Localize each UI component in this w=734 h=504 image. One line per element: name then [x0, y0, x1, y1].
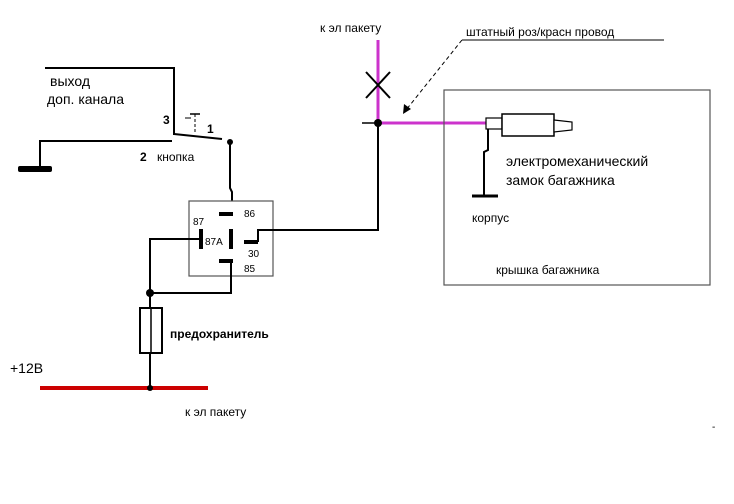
- switch-pin-3-label: 3: [163, 113, 170, 127]
- junction-node-power: [147, 385, 153, 391]
- body-ground-label: корпус: [472, 211, 509, 225]
- stock-wire-callout-leader: [405, 39, 463, 111]
- relay-30-wire: [257, 123, 379, 242]
- ground-symbol: [18, 166, 52, 172]
- ground-wire: [39, 140, 172, 170]
- output-channel-wire: [45, 67, 175, 128]
- relay-pin-87a-label: 87A: [205, 237, 223, 248]
- plus-12v-label: +12В: [10, 360, 43, 376]
- cut-mark-stroke-2: [365, 71, 391, 99]
- relay-pin-85-label: 85: [244, 264, 256, 275]
- to-bundle-bottom-label: к эл пакету: [185, 405, 246, 419]
- relay-pin-30-label: 30: [248, 249, 260, 260]
- relay-pin-86-label: 86: [244, 209, 256, 220]
- lock-label-line1: электромеханический: [506, 153, 648, 169]
- trunk-lid-box: [443, 89, 711, 286]
- lock-ground-wire: [483, 129, 489, 195]
- switch-pin-2-label: 2: [140, 150, 147, 164]
- trunk-lock-actuator: [485, 113, 573, 137]
- trunk-lid-label: крышка багажника: [496, 263, 600, 277]
- junction-node-lock: [374, 119, 382, 127]
- button-label: кнопка: [157, 150, 195, 164]
- output-channel-label-line2: доп. канала: [47, 91, 124, 107]
- to-bundle-top-label: к эл пакету: [320, 21, 381, 35]
- stock-wire-callout-arrowhead: [403, 104, 411, 114]
- stock-wire-label: штатный роз/красн провод: [466, 25, 614, 39]
- relay-85-wire: [150, 263, 232, 294]
- fuse-label: предохранитель: [170, 327, 269, 341]
- lock-label-line2: замок багажника: [506, 172, 615, 188]
- relay-87-wire: [149, 238, 199, 293]
- relay-pin-87-label: 87: [193, 217, 205, 228]
- stray-mark: -: [712, 422, 715, 433]
- switch-pin-1-label: 1: [207, 122, 214, 136]
- output-channel-label-line1: выход: [50, 73, 90, 89]
- push-button-switch: [173, 113, 233, 145]
